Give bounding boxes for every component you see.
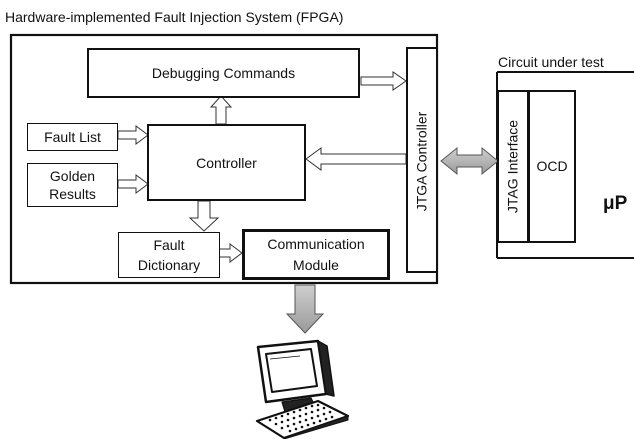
jtag-interface-box: JTAG Interface <box>497 90 529 243</box>
ocd-box: OCD <box>528 90 576 243</box>
fault-dictionary-box: Fault Dictionary <box>118 232 220 278</box>
golden-results-box: Golden Results <box>27 163 118 207</box>
communication-module-label-line2: Module <box>293 257 339 273</box>
desktop-computer-icon <box>255 339 350 439</box>
processor-label: μP <box>603 193 628 214</box>
arrow-faultlist-to-controller <box>117 125 149 145</box>
arrow-controller-to-dictionary <box>188 200 220 232</box>
arrow-debug-to-jtga <box>360 71 407 91</box>
controller-label: Controller <box>196 155 257 171</box>
fault-dictionary-label-line2: Dictionary <box>137 257 201 273</box>
fault-dictionary-label-line1: Fault <box>153 237 185 253</box>
debugging-commands-label: Debugging Commands <box>151 65 296 81</box>
fpga-system-title: Hardware-implemented Fault Injection Sys… <box>5 9 344 25</box>
golden-results-label-line2: Results <box>49 186 96 202</box>
ocd-label: OCD <box>536 158 568 174</box>
golden-results-label-line1: Golden <box>49 168 96 184</box>
debugging-commands-box: Debugging Commands <box>87 48 360 98</box>
arrow-golden-to-controller <box>117 174 149 194</box>
fault-list-label: Fault List <box>44 129 101 145</box>
fault-list-box: Fault List <box>27 123 118 151</box>
arrow-jtga-to-controller <box>305 147 407 171</box>
controller-box: Controller <box>147 124 306 201</box>
jtga-controller-box: JTGA Controller <box>406 47 438 273</box>
communication-module-box: Communication Module <box>242 229 390 280</box>
communication-module-label-line1: Communication <box>267 236 365 252</box>
arrow-controller-to-debug <box>209 95 233 125</box>
arrow-fpga-to-host <box>285 284 325 334</box>
circuit-under-test-title: Circuit under test <box>498 54 604 70</box>
jtga-controller-label: JTGA Controller <box>413 111 430 212</box>
jtag-interface-label: JTAG Interface <box>504 119 521 214</box>
arrow-jtga-jtag-bidirectional <box>440 146 499 176</box>
arrow-dictionary-to-comm <box>218 243 243 263</box>
